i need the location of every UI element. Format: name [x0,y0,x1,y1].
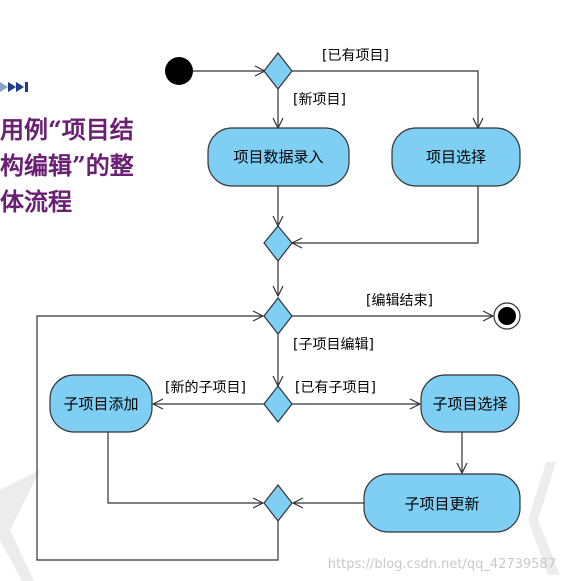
decision-subproject [263,385,293,423]
decision-edit [263,297,293,335]
slide-title: 用例“项目结 构编辑”的整 体流程 [0,112,170,220]
decor-arc-right [528,462,560,575]
guard-has-project: [已有项目] [322,48,389,64]
edge-subadd-merge2 [107,432,263,503]
guard-new-sub: [新的子项目] [165,380,246,396]
action-node-select [391,127,521,187]
node-label-select: 项目选择 [426,148,486,166]
edge-merge2-loop [36,316,279,561]
node-label-sub-update: 子项目更新 [404,495,479,513]
nav-arrows-icon[interactable] [0,82,28,92]
slide-title-line-3: 体流程 [0,187,72,216]
guard-has-sub: [已有子项目] [295,380,376,396]
decor-arc-left [0,470,40,581]
start-node [165,57,193,85]
edge-select-merge1 [292,186,479,243]
decision-project [263,52,293,90]
action-node-entry [207,127,350,187]
guard-sub-edit: [子项目编辑] [293,337,374,353]
action-node-sub-add [49,374,153,433]
edge-decision1-select [290,70,478,128]
node-label-entry: 项目数据录入 [233,148,323,166]
merge-project [263,225,293,262]
merge-subproject [263,484,293,522]
action-node-sub-select [420,374,520,433]
node-label-sub-select: 子项目选择 [432,395,507,413]
watermark-text: https://blog.csdn.net/qq_42739587 [328,557,556,572]
action-node-sub-update [363,473,521,533]
slide-title-line-1: 用例“项目结 [0,115,134,144]
guard-edit-end: [编辑结束] [366,293,433,309]
guard-new-project: [新项目] [293,92,346,108]
slide-title-line-2: 构编辑”的整 [0,151,134,180]
end-node [493,302,521,330]
node-label-sub-add: 子项目添加 [63,395,138,413]
